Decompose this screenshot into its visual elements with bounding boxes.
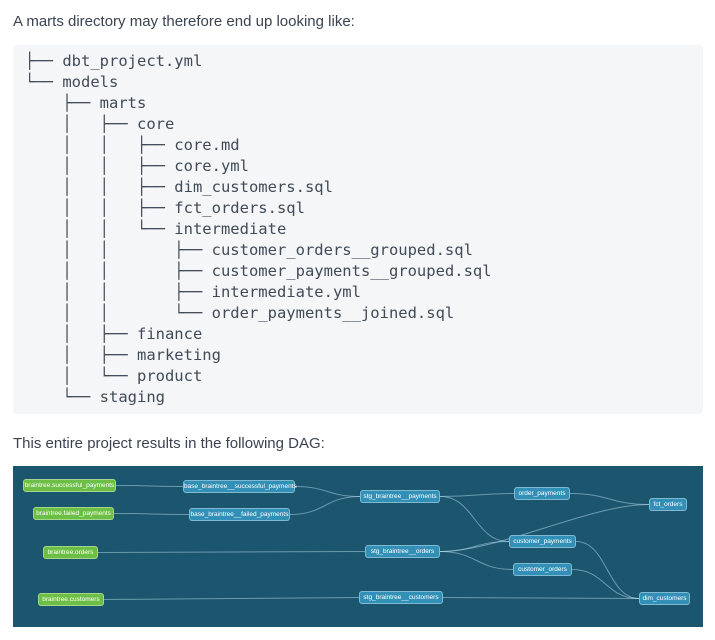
dag-node: braintree.failed_payments <box>33 507 114 520</box>
dag-edge <box>571 569 640 599</box>
dag-edges <box>97 485 650 600</box>
dag-node: stg_braintree__payments <box>360 490 440 503</box>
dag-edge <box>103 597 360 600</box>
dag-edge <box>439 551 514 570</box>
dag-edge <box>289 496 361 515</box>
dag-node: braintree.customers <box>38 593 104 606</box>
dag-edge <box>439 496 510 542</box>
intro-paragraph: A marts directory may therefore end up l… <box>13 13 355 30</box>
dag-node: order_payments <box>514 487 570 500</box>
dag-node: stg_braintree__customers <box>359 591 443 604</box>
dag-node: customer_orders <box>513 563 572 576</box>
dag-edge <box>442 597 640 599</box>
dag-edge <box>439 493 515 497</box>
dag-node: braintree.successful_payments <box>23 479 116 492</box>
dag-node: fct_orders <box>649 498 687 511</box>
dag-image: braintree.successful_payments braintree.f… <box>13 466 703 627</box>
dag-edge <box>113 513 190 515</box>
dag-node: base_braintree__successful_payments <box>183 480 297 493</box>
dag-node: dim_customers <box>639 592 690 605</box>
dag-edge <box>575 541 640 599</box>
dag-edge <box>569 493 650 505</box>
dag-node: stg_braintree__orders <box>365 545 440 558</box>
dag-edge <box>439 541 510 552</box>
dag-edge <box>115 485 184 487</box>
dag-node: braintree.orders <box>43 546 98 559</box>
dag-intro-paragraph: This entire project results in the follo… <box>13 435 325 452</box>
dag-node: base_braintree__failed_payments <box>189 508 290 521</box>
dag-node: customer_payments <box>509 535 576 548</box>
dag-edge <box>439 504 650 552</box>
dag-edge <box>294 486 361 497</box>
directory-tree: ├── dbt_project.yml └── models ├── marts… <box>25 52 492 406</box>
directory-tree-codeblock: ├── dbt_project.yml └── models ├── marts… <box>13 45 703 414</box>
dag-edge <box>97 551 366 553</box>
